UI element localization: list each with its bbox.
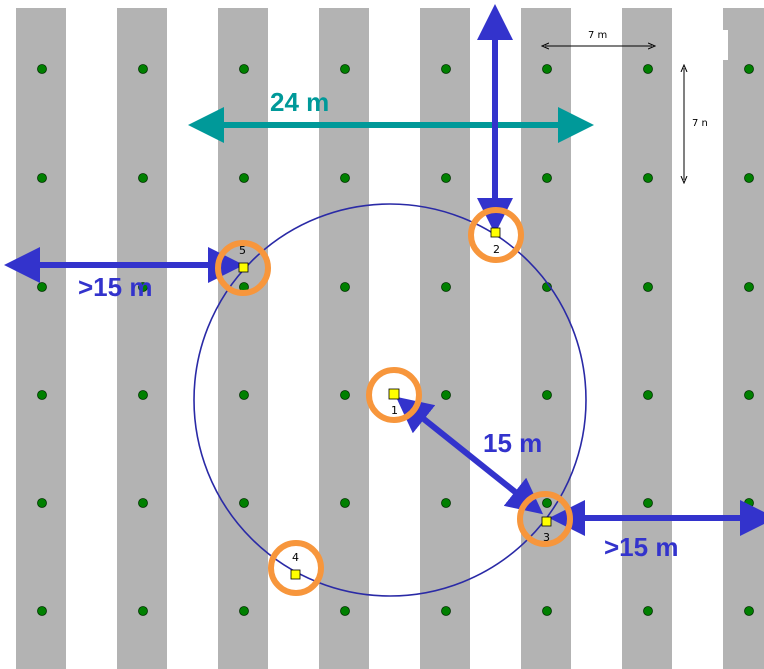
tree-dot — [643, 498, 653, 508]
plot-1-label: 1 — [391, 404, 398, 417]
tree-dot — [441, 64, 451, 74]
plot-4-ring — [268, 540, 324, 596]
tree-dot — [744, 64, 754, 74]
tree-dot — [239, 173, 249, 183]
tree-dot — [37, 498, 47, 508]
tree-dot — [643, 606, 653, 616]
plot-1-marker — [388, 388, 400, 400]
label-24m: 24 m — [270, 87, 329, 117]
tree-dot — [239, 606, 249, 616]
tree-dot — [37, 173, 47, 183]
tree-dot — [744, 173, 754, 183]
tree-dot — [744, 498, 754, 508]
scale-label-vertical: 7 n — [692, 118, 708, 129]
plot-2-ring — [468, 207, 524, 263]
tree-dot — [340, 606, 350, 616]
tree-dot — [643, 64, 653, 74]
plot-3-ring — [517, 491, 573, 547]
plot-2-label: 2 — [493, 243, 500, 256]
tree-dot — [441, 173, 451, 183]
plot-1-ring — [366, 367, 422, 423]
tree-dot — [542, 64, 552, 74]
plot-2: 2 — [468, 207, 524, 263]
tree-dot — [138, 390, 148, 400]
plot-2-marker — [490, 227, 501, 238]
tree-dot — [340, 173, 350, 183]
tree-row-stripe — [622, 8, 672, 669]
plot-5: 5 — [215, 240, 271, 296]
tree-dot — [643, 390, 653, 400]
tree-dot — [138, 64, 148, 74]
tree-dot — [744, 282, 754, 292]
arrow-plot1-plot3 — [395, 396, 544, 515]
tree-dot — [340, 282, 350, 292]
tree-dot — [744, 606, 754, 616]
tree-row-stripe — [723, 8, 764, 669]
tree-dot — [239, 498, 249, 508]
tree-dot — [138, 606, 148, 616]
scale-background — [688, 30, 728, 60]
tree-row-stripe — [218, 8, 268, 669]
tree-dot — [441, 498, 451, 508]
tree-row-stripe — [420, 8, 470, 669]
tree-dot — [643, 282, 653, 292]
tree-dot — [441, 282, 451, 292]
tree-dot — [239, 64, 249, 74]
tree-row-stripes — [16, 8, 764, 669]
tree-dot — [643, 173, 653, 183]
scale-bar-horizontal: 7 m — [545, 30, 652, 46]
tree-dot — [340, 498, 350, 508]
plot-3-marker — [541, 516, 552, 527]
scale-label-horizontal: 7 m — [588, 30, 607, 41]
plot-3: 3 — [517, 491, 573, 547]
tree-dot — [340, 390, 350, 400]
tree-dot — [37, 282, 47, 292]
label-gt15m-left: >15 m — [78, 272, 152, 302]
plot-1: 1 — [366, 367, 422, 423]
plot-5-ring — [215, 240, 271, 296]
tree-dot — [37, 606, 47, 616]
tree-dot — [744, 390, 754, 400]
tree-row-stripe — [117, 8, 167, 669]
sampling-circle — [193, 203, 587, 597]
tree-dot — [340, 64, 350, 74]
tree-dot — [542, 173, 552, 183]
plot-4-label: 4 — [292, 551, 299, 564]
tree-dot — [542, 390, 552, 400]
tree-dot — [239, 390, 249, 400]
tree-dot — [37, 64, 47, 74]
tree-dot — [441, 390, 451, 400]
plot-5-marker — [238, 262, 249, 273]
plot-5-label: 5 — [239, 244, 246, 257]
tree-dot — [441, 606, 451, 616]
plot-3-label: 3 — [543, 531, 550, 544]
label-gt15m-right: >15 m — [604, 532, 678, 562]
tree-dot — [138, 173, 148, 183]
tree-dot — [542, 606, 552, 616]
tree-dot — [542, 498, 552, 508]
plot-4-marker — [290, 569, 301, 580]
tree-row-stripe — [521, 8, 571, 669]
tree-dot — [37, 390, 47, 400]
tree-row-stripe — [16, 8, 66, 669]
scale-bar-vertical: 7 n — [684, 68, 708, 180]
label-15m: 15 m — [483, 428, 542, 458]
plot-4: 4 — [268, 540, 324, 596]
tree-dot — [138, 498, 148, 508]
